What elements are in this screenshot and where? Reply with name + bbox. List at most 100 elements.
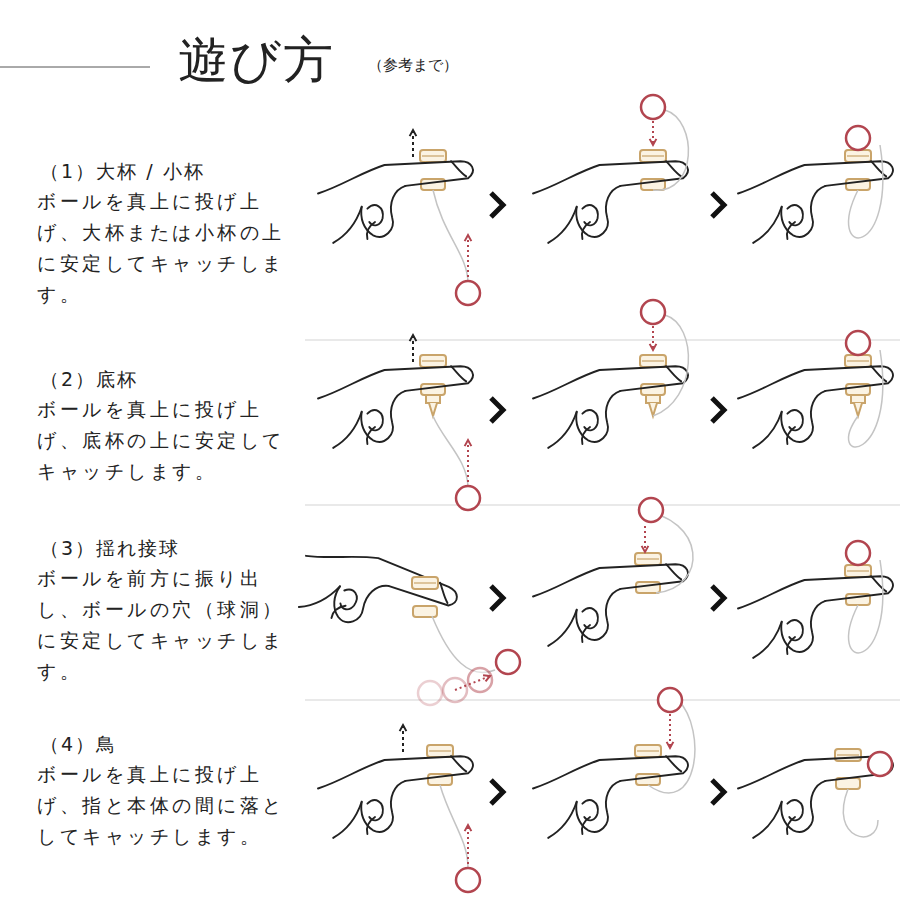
palm-edge [548, 802, 577, 838]
motion-arrow [412, 335, 414, 362]
string [648, 700, 695, 793]
cup-band [422, 155, 444, 156]
string [849, 145, 883, 238]
hand [533, 161, 688, 243]
string [849, 560, 883, 653]
text-slot: （4）鳥 [40, 729, 300, 760]
arrow-head [410, 335, 417, 341]
hand [533, 366, 688, 448]
arrow-head [465, 825, 472, 831]
string [843, 789, 878, 837]
ball [418, 681, 442, 705]
finger-crease [787, 817, 795, 834]
cup-band [847, 360, 869, 361]
finger-crease [787, 427, 795, 444]
string [433, 416, 468, 488]
arrow-head [642, 546, 649, 552]
text-slot: 遊び方 [178, 30, 378, 90]
step-chevron [491, 586, 503, 610]
ball [456, 486, 480, 510]
bottom-cup [851, 395, 865, 403]
step-description: ボールを前方に振り出し、ボールの穴（球洞）に安定してキャッチします。 [37, 563, 289, 687]
step-chevron [491, 398, 503, 422]
kendama-spike [429, 403, 437, 416]
hand [318, 366, 473, 448]
step-chevron [491, 193, 503, 217]
arrow-head [465, 440, 472, 446]
finger-nail [666, 756, 681, 771]
finger-crease [582, 427, 590, 444]
cup-band [847, 155, 869, 156]
row-separator [305, 699, 900, 701]
kendama-cup [845, 150, 871, 162]
ball [846, 126, 870, 150]
palm-edge [333, 207, 362, 243]
motion-arrow [669, 714, 671, 748]
finger-crease [367, 817, 375, 834]
title-rule [0, 67, 150, 68]
step-chevron [712, 193, 724, 217]
cup-band [847, 570, 869, 571]
arrow-head [465, 235, 472, 241]
palm-edge [753, 622, 782, 658]
kendama-cup [413, 606, 437, 617]
step-chevron [491, 780, 503, 804]
finger-crease [367, 427, 375, 444]
hand-outline [533, 756, 688, 788]
finger-crease [787, 222, 795, 239]
motion-arrow [412, 130, 414, 157]
string [638, 510, 693, 593]
hand-outline [738, 161, 893, 193]
motion-arrow [652, 121, 654, 145]
text-slot: （1）大杯 / 小杯 [40, 156, 300, 187]
finger-crease [582, 817, 590, 834]
finger-crease [367, 222, 375, 239]
palm-edge [548, 412, 577, 448]
kendama-cup [640, 150, 666, 162]
motion-arrow [644, 526, 646, 552]
text-slot: ボールを真上に投げ上げ、底杯の上に安定してキャッチします。 [37, 394, 289, 487]
palm-edge [548, 207, 577, 243]
motion-arrow [652, 326, 654, 350]
curled-finger [327, 567, 389, 632]
hand-outline [533, 366, 688, 398]
kendama-cup [635, 745, 661, 757]
hand-outline [306, 527, 460, 622]
hand-outline [738, 366, 893, 398]
kendama-cup [427, 745, 453, 757]
finger-crease [331, 602, 346, 621]
finger-nail [451, 756, 466, 771]
motion-arrow [402, 725, 404, 752]
text-slot: ボールを前方に振り出し、ボールの穴（球洞）に安定してキャッチします。 [37, 563, 289, 687]
hand [533, 564, 688, 646]
ball [641, 300, 665, 324]
palm-edge [753, 412, 782, 448]
palm-edge [753, 802, 782, 838]
finger-nail [871, 576, 886, 591]
motion-arrow [455, 676, 490, 690]
cup-band [642, 155, 664, 156]
motion-arrow [467, 235, 469, 277]
step-chevron [712, 398, 724, 422]
kendama-cup [420, 150, 446, 162]
motion-arrow [467, 440, 469, 482]
finger-nail [871, 161, 886, 176]
arrow-head [400, 725, 407, 731]
arrow-head [650, 139, 657, 145]
text-slot: ボールを真上に投げ上げ、指と本体の間に落としてキャッチします。 [37, 759, 289, 852]
step-heading: （2）底杯 [40, 364, 300, 395]
finger-nail [666, 564, 681, 579]
palm-edge [548, 610, 577, 646]
string [432, 616, 495, 673]
palm-edge [333, 802, 362, 838]
ball [496, 650, 520, 674]
step-heading: （4）鳥 [40, 729, 300, 760]
string [440, 785, 468, 868]
ball [456, 868, 480, 892]
kendama-cup [640, 355, 666, 367]
ball [868, 752, 892, 776]
step-chevron [712, 586, 724, 610]
kendama-spike [649, 403, 657, 416]
string [433, 190, 468, 283]
hand [318, 161, 473, 243]
